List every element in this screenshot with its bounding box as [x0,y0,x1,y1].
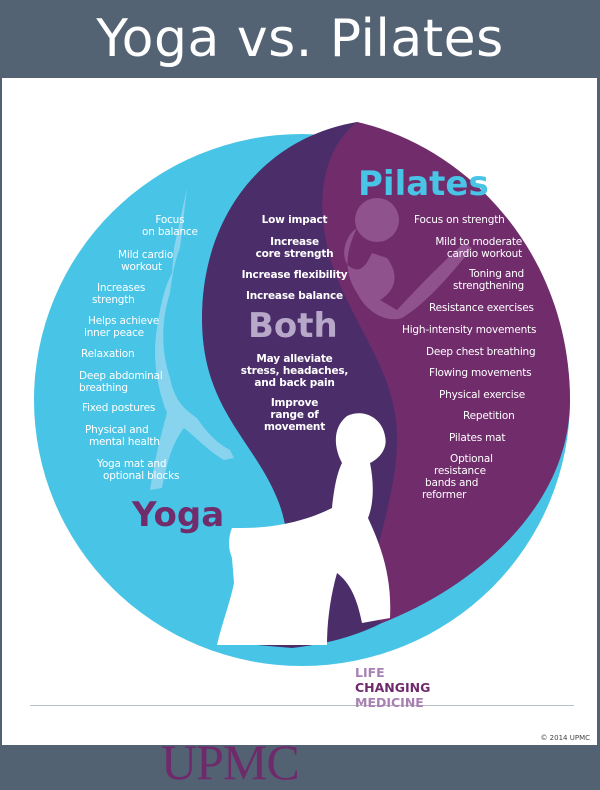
pilates-item: Physical exercise [439,389,525,401]
pilates-item: Focus on strength [414,214,505,226]
tagline-medicine: MEDICINE [355,695,424,710]
yoga-item: Fixed postures [82,402,156,414]
tagline-changing: CHANGING [355,680,431,695]
upmc-logo: UPMC [161,734,300,790]
tagline-life: LIFE [355,665,385,680]
yoga-figure-silhouette [150,188,234,490]
pilates-region [322,122,570,623]
pilates-item: Optional resistance bands and reformer [422,453,493,501]
footer-divider [30,705,574,706]
pilates-label: Pilates [358,164,489,204]
pilates-item: Flowing movements [429,367,532,379]
pilates-item: Deep chest breathing [426,346,536,358]
page-title: Yoga vs. Pilates [96,9,504,69]
pilates-item: High-intensity movements [402,324,537,336]
both-item: Increase balance [246,290,343,302]
both-item: Low impact [261,214,328,226]
pilates-item: Resistance exercises [429,302,534,314]
header-banner: Yoga vs. Pilates [0,0,600,78]
pilates-item: Pilates mat [449,432,506,444]
pilates-figure-silhouette [344,198,472,320]
pilates-item: Repetition [463,410,515,422]
yoga-label: Yoga [132,495,225,535]
both-label: Both [248,306,338,346]
copyright: © 2014 UPMC [540,734,590,742]
both-item: Increase flexibility [241,269,348,281]
woman-silhouette [217,413,391,645]
yoga-item: Relaxation [81,348,135,360]
yin-yang-diagram [34,122,570,666]
